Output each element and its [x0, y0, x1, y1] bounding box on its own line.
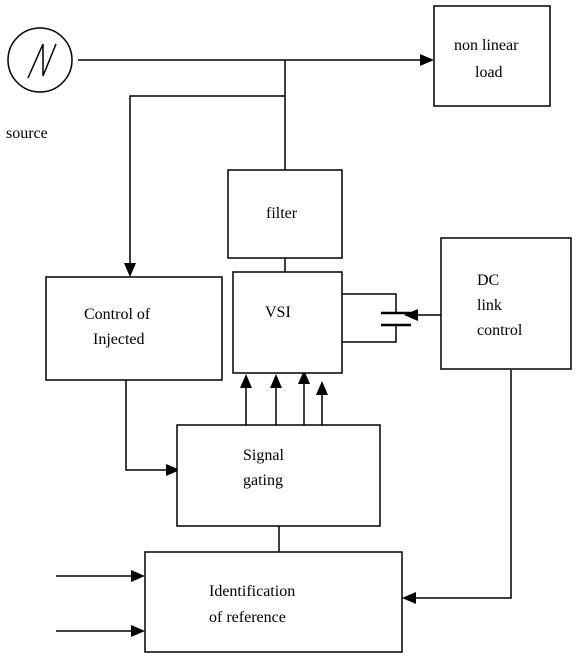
arrowhead-to-control: [124, 263, 136, 277]
identification-of-reference-block: [144, 551, 403, 653]
wires: [56, 59, 512, 632]
wire-control-to-gating: [125, 380, 170, 471]
arrowhead-gating-to-vsi-4: [316, 381, 328, 395]
non-linear-load-block: [433, 5, 551, 107]
control-of-injected-label-line1: Control of: [84, 306, 151, 323]
dc-link-control-label-line1: DC: [477, 272, 499, 289]
arrowhead-to-gating: [166, 464, 180, 476]
arrowhead-input-2: [131, 625, 145, 637]
vsi-block: [232, 271, 343, 374]
source-circle: [7, 27, 73, 93]
signal-gating-block: [176, 424, 381, 527]
wire-capacitor-to-vsi: [342, 326, 397, 343]
dc-link-control-label-line2: link: [477, 297, 502, 314]
dc-link-control-label-line3: control: [477, 322, 523, 339]
filter-block: [227, 169, 343, 259]
sine-wave-icon: [27, 43, 57, 79]
arrowhead-gating-to-vsi-1: [240, 374, 252, 388]
filter-label: filter: [266, 205, 298, 222]
non-linear-load-label-line2: load: [475, 64, 503, 81]
arrowhead-gating-to-vsi-2: [270, 374, 282, 388]
signal-gating-label-line1: Signal: [243, 447, 284, 464]
wire-vsi-to-capacitor: [342, 293, 397, 312]
control-of-injected-block: [45, 276, 223, 381]
wire-dc-to-identification: [416, 370, 512, 599]
signal-gating-label-line2: gating: [243, 472, 283, 489]
dc-link-control-block: [440, 237, 572, 370]
source-label: source: [6, 125, 48, 142]
identification-label-line1: Identification: [209, 583, 295, 600]
control-of-injected-label-line2: Injected: [93, 331, 145, 348]
arrowhead-input-1: [131, 570, 145, 582]
arrowhead-to-load: [420, 54, 434, 66]
vsi-label: VSI: [265, 304, 291, 321]
non-linear-load-label-line1: non linear: [454, 37, 519, 54]
arrowhead-to-identification: [402, 592, 416, 604]
wire-bus-to-control: [129, 95, 285, 265]
identification-label-line2: of reference: [209, 609, 286, 626]
capacitor-icon: [381, 311, 411, 327]
ac-source: [7, 27, 73, 93]
arrowhead-gating-to-vsi-3: [298, 370, 310, 384]
arrowhead-to-capacitor: [404, 309, 418, 321]
